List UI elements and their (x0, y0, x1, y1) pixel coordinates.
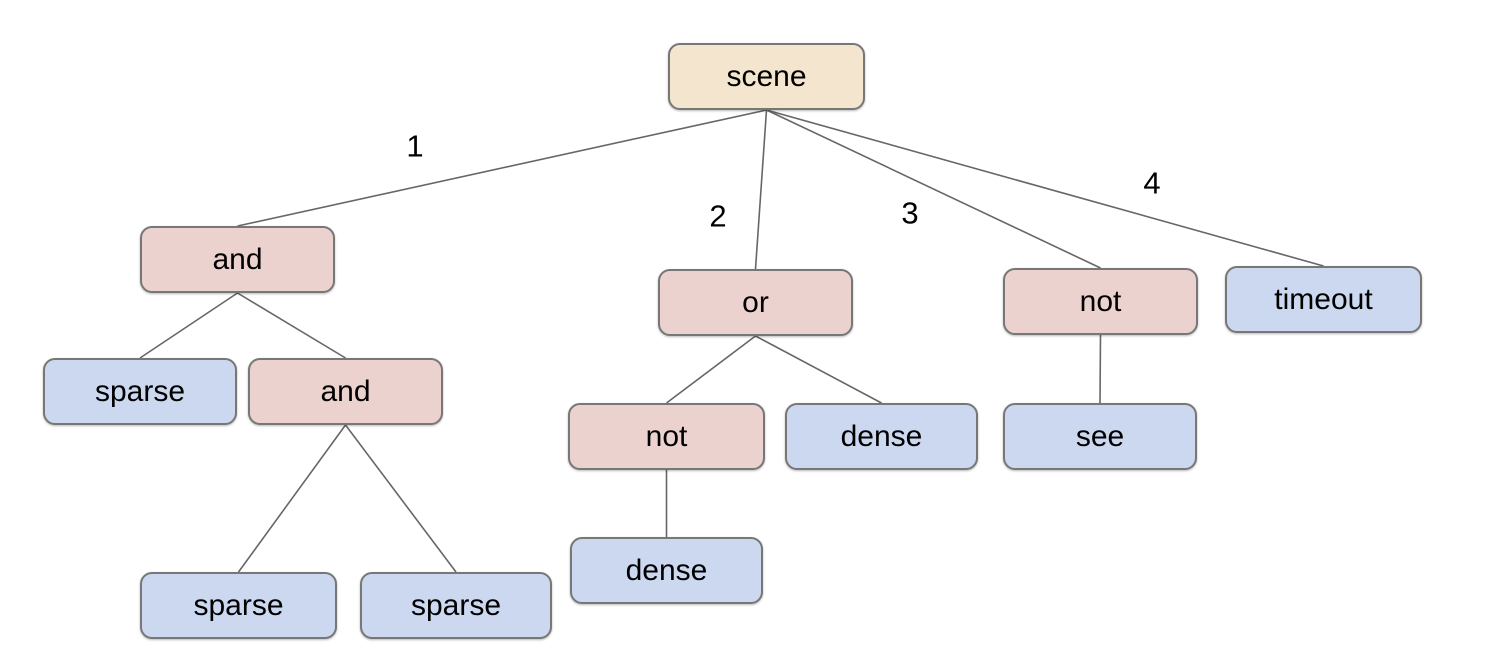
tree-node-timeout: timeout (1225, 266, 1422, 333)
tree-node-sparse2: sparse (140, 572, 337, 639)
edge-and1-sparse1 (139, 292, 238, 359)
edge-label-3: 3 (901, 195, 919, 231)
tree-node-scene: scene (668, 43, 865, 110)
edge-and1-and2 (237, 292, 346, 359)
edge-scene-timeout (766, 109, 1324, 267)
tree-node-sparse1: sparse (43, 358, 237, 425)
edge-label-1: 1 (406, 128, 424, 164)
edge-label-2: 2 (709, 198, 727, 234)
tree-node-sparse3: sparse (360, 572, 552, 639)
edge-and2-sparse3 (344, 424, 457, 573)
edge-label-4: 4 (1143, 165, 1161, 201)
tree-node-and1: and (140, 226, 335, 293)
tree-node-not1: not (1003, 268, 1198, 335)
edge-not1-see1 (1099, 334, 1102, 404)
edge-scene-or1 (754, 109, 768, 270)
edge-or1-not2 (666, 335, 756, 404)
tree-node-see1: see (1003, 403, 1197, 470)
tree-node-and2: and (248, 358, 443, 425)
tree-node-dense1: dense (785, 403, 978, 470)
edge-and2-sparse2 (237, 424, 347, 573)
edge-scene-not1 (766, 109, 1101, 269)
tree-node-or1: or (658, 269, 853, 336)
edge-scene-and1 (237, 109, 767, 227)
tree-node-dense2: dense (570, 537, 763, 604)
tree-node-not2: not (568, 403, 765, 470)
edge-or1-dense1 (755, 335, 882, 404)
